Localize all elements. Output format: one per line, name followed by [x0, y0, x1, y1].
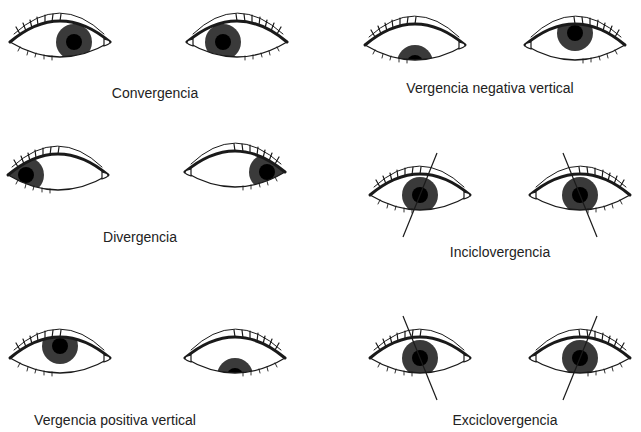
eye: [525, 15, 625, 63]
eye: [365, 16, 465, 81]
eye: [187, 13, 287, 60]
eye: [10, 13, 110, 60]
eye: [8, 146, 108, 193]
caption-label: Convergencia: [112, 85, 198, 102]
caption-label: Vergencia negativa vertical: [406, 80, 573, 97]
eye: [530, 153, 630, 237]
caption-label: Vergencia positiva vertical: [34, 412, 196, 429]
eye: [370, 316, 470, 400]
eye: [185, 329, 285, 394]
caption-label: Inciclovergencia: [450, 244, 550, 261]
eye: [530, 316, 630, 400]
caption-label: Exciclovergencia: [452, 412, 557, 429]
eye: [370, 153, 470, 237]
caption-label: Divergencia: [103, 229, 177, 246]
eye: [185, 143, 285, 190]
eye: [10, 328, 110, 376]
